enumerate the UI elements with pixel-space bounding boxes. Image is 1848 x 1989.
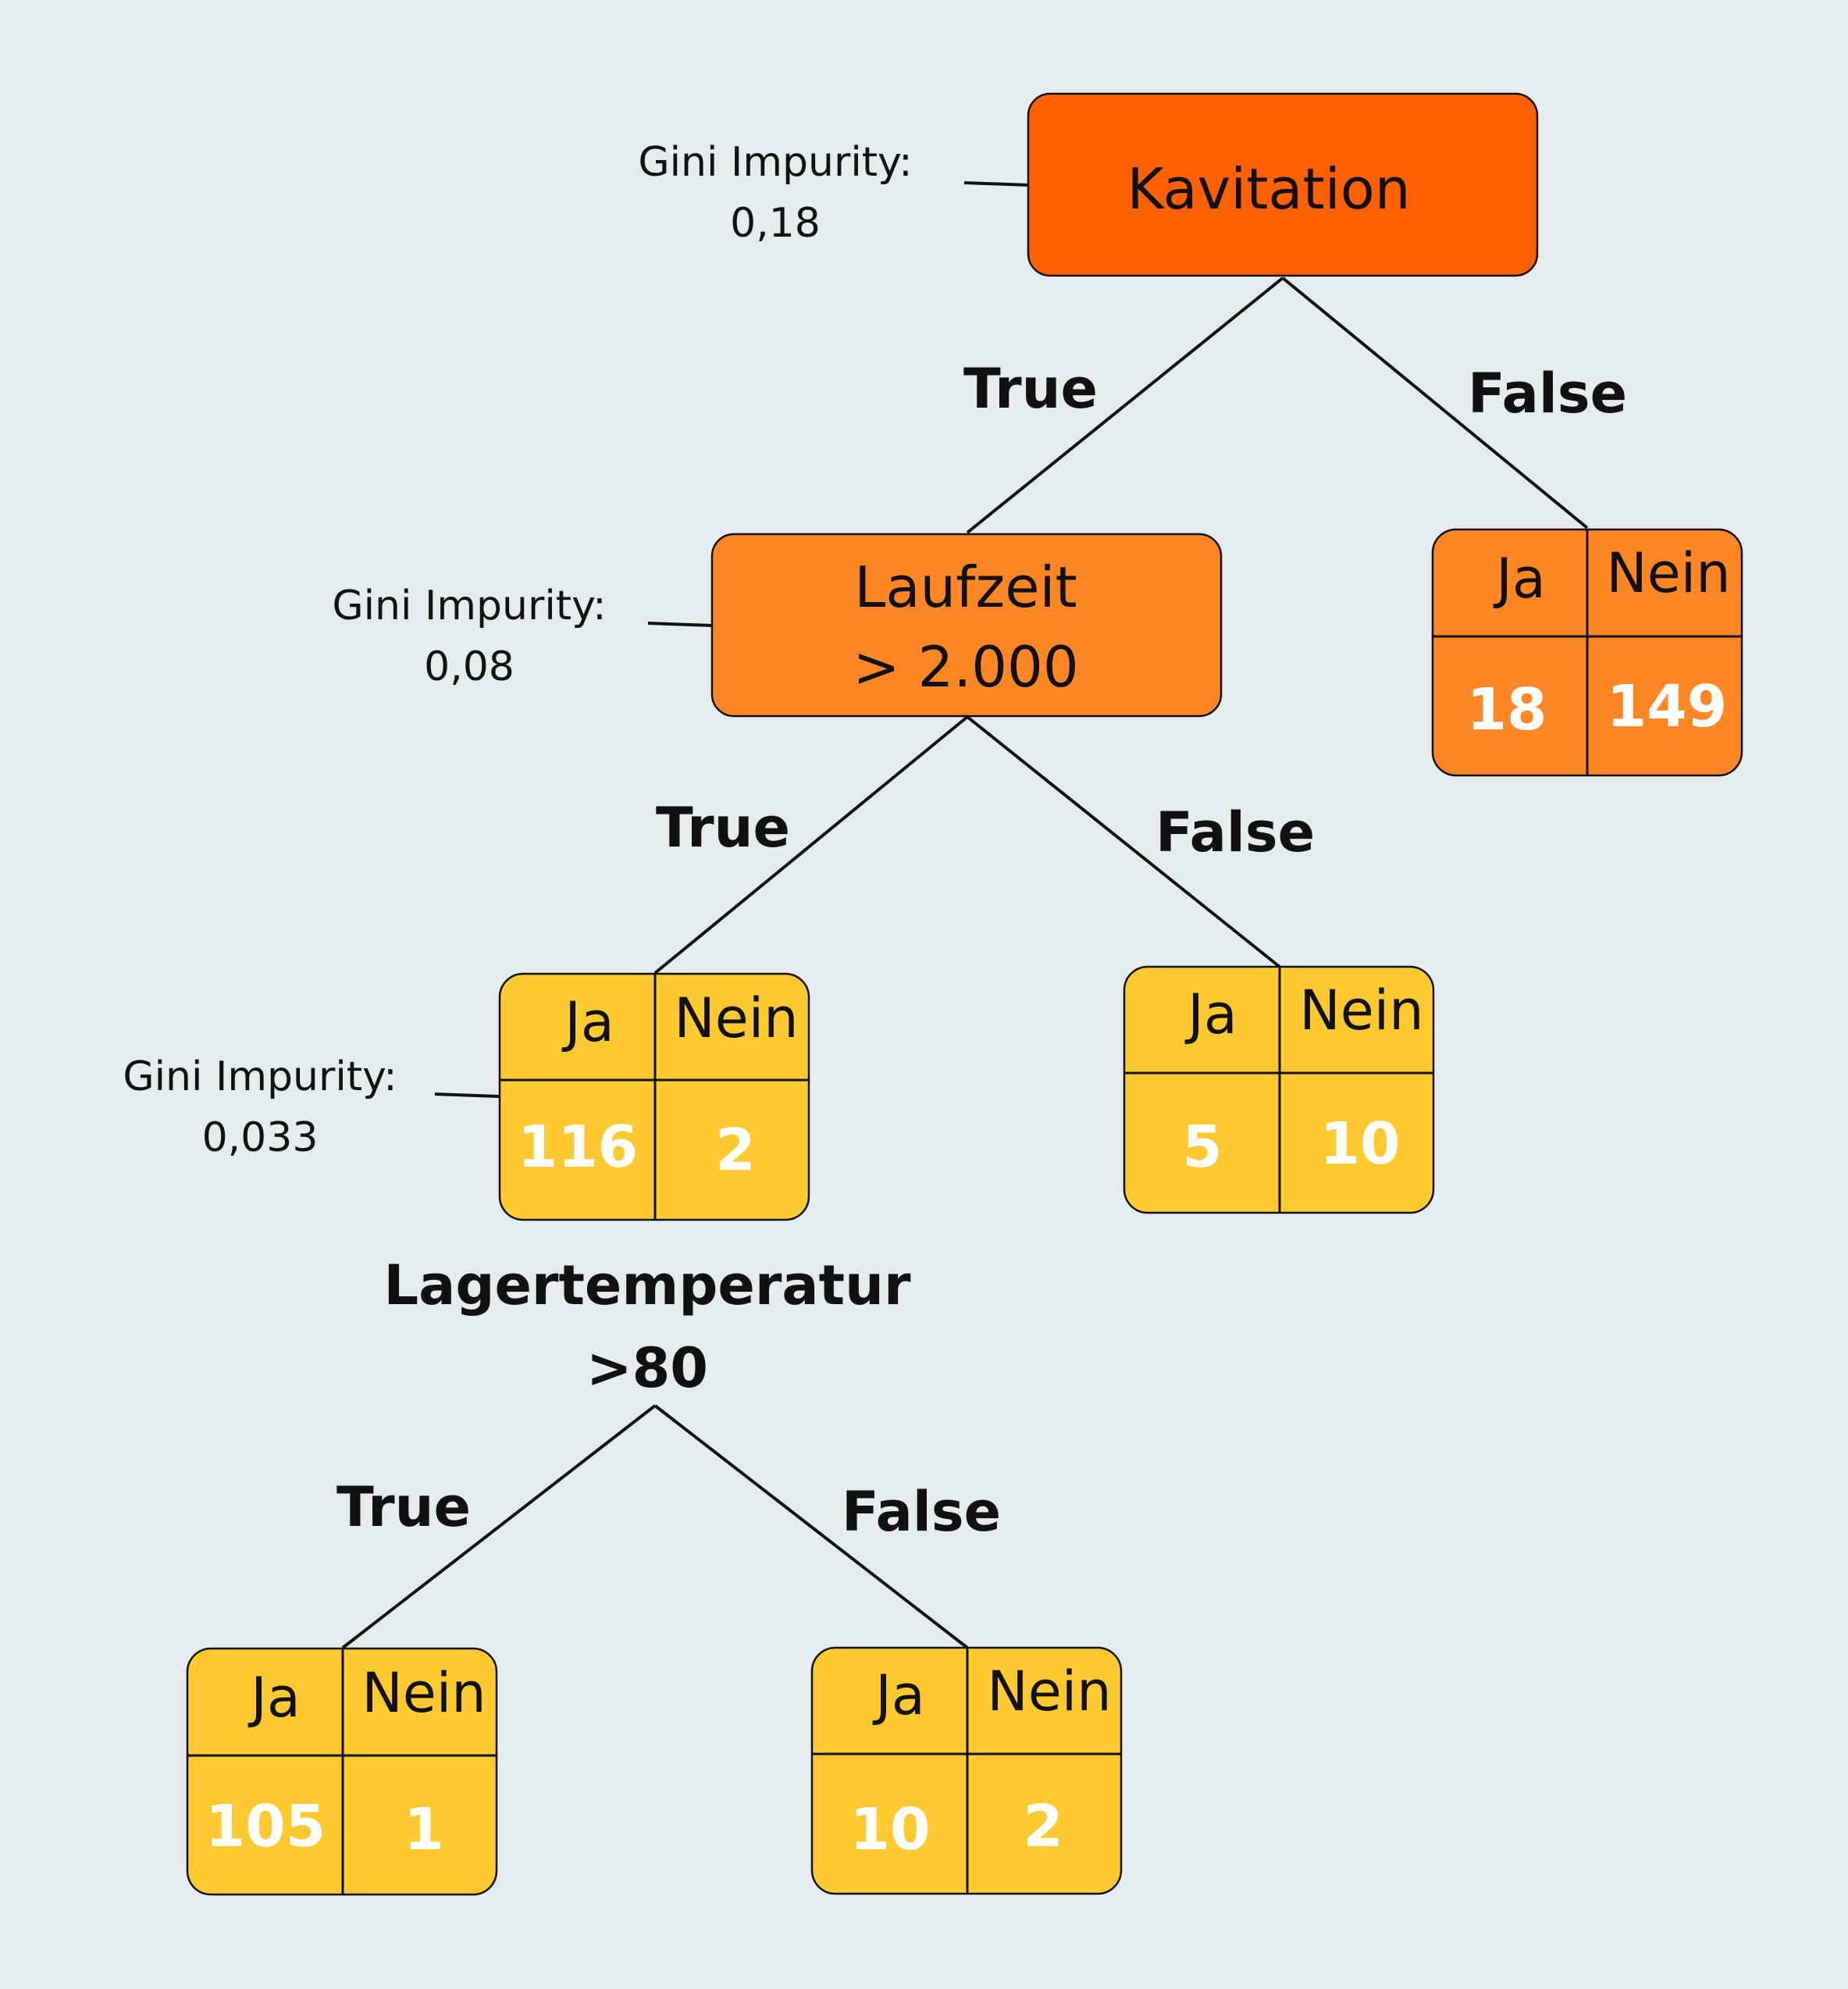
decision-node-laufzeit: Laufzeit > 2.000 [710, 533, 1223, 718]
laufzeit-gini-label: Gini Impurity: [332, 583, 606, 629]
gini-leader-root [963, 181, 1029, 187]
leaf-ja-header: Ja [1493, 547, 1546, 611]
tree-edges [341, 181, 1589, 1649]
leaf-nein-count: 2 [1023, 1793, 1063, 1860]
leaf-node-lager-false: Ja Nein 10 2 [810, 1646, 1123, 1895]
leaf-nein-count: 10 [1320, 1110, 1401, 1178]
lager-label-line1: Lagertemperatur [384, 1253, 911, 1317]
edge-laufzeit-false [966, 715, 1281, 968]
leaf-ja-count: 5 [1182, 1114, 1223, 1181]
leaf-ja-count: 105 [205, 1793, 326, 1860]
root-false-label: False [1468, 362, 1627, 426]
edge-lager-true [341, 1404, 657, 1649]
lager-true-label: True [336, 1475, 471, 1539]
leaf-node-laufzeit-false: Ja Nein 5 10 [1123, 965, 1435, 1214]
leaf-gini-value: 0,033 [202, 1114, 319, 1161]
edge-laufzeit-true [653, 715, 969, 975]
leaf-nein-header: Nein [361, 1661, 486, 1725]
leaf-ja-count: 18 [1467, 676, 1547, 743]
laufzeit-false-label: False [1155, 800, 1315, 864]
leaf-ja-header: Ja [247, 1666, 301, 1730]
leaf-ja-header: Ja [872, 1663, 925, 1727]
root-node-box [1027, 92, 1539, 277]
leaf-ja-count: 116 [518, 1114, 638, 1181]
leaf-nein-header: Nein [1299, 978, 1423, 1043]
lager-label-line2: >80 [586, 1336, 708, 1400]
leaf-nein-count: 2 [715, 1117, 756, 1184]
laufzeit-label-line1: Laufzeit [854, 554, 1077, 620]
gini-leader-leaf [434, 1093, 500, 1098]
leaf-nein-header: Nein [987, 1659, 1111, 1723]
leaf-nein-header: Nein [674, 986, 798, 1050]
leaf-node-laufzeit-true: Ja Nein 116 2 [498, 972, 810, 1221]
leaf-gini-label: Gini Impurity: [123, 1053, 397, 1100]
lager-false-label: False [842, 1480, 1001, 1544]
leaf-nein-header: Nein [1606, 541, 1730, 605]
edge-lager-false [653, 1404, 969, 1649]
leaf-nein-count: 149 [1607, 673, 1727, 740]
root-true-label: True [963, 357, 1098, 421]
root-node-kavitation: Kavitation [1027, 92, 1539, 277]
leaf-nein-count: 1 [404, 1796, 444, 1863]
edge-root-false [1281, 276, 1589, 529]
decision-node-lagertemperatur: Lagertemperatur >80 [384, 1253, 911, 1400]
root-gini-label: Gini Impurity: [638, 139, 912, 186]
root-gini-value: 0,18 [730, 200, 821, 247]
leaf-ja-header: Ja [1184, 982, 1237, 1046]
edge-root-true [966, 276, 1284, 534]
laufzeit-node-box [710, 533, 1223, 718]
gini-leader-laufzeit [647, 622, 713, 627]
root-node-label: Kavitation [1127, 156, 1411, 222]
leaf-node-lager-true: Ja Nein 105 1 [186, 1647, 498, 1896]
laufzeit-label-line2: > 2.000 [853, 634, 1078, 700]
leaf-node-kavitation-false: Ja Nein 18 149 [1431, 528, 1743, 777]
laufzeit-true-label: True [656, 796, 790, 860]
laufzeit-gini-value: 0,08 [424, 643, 515, 690]
leaf-ja-header: Ja [561, 990, 614, 1054]
leaf-ja-count: 10 [850, 1796, 931, 1863]
